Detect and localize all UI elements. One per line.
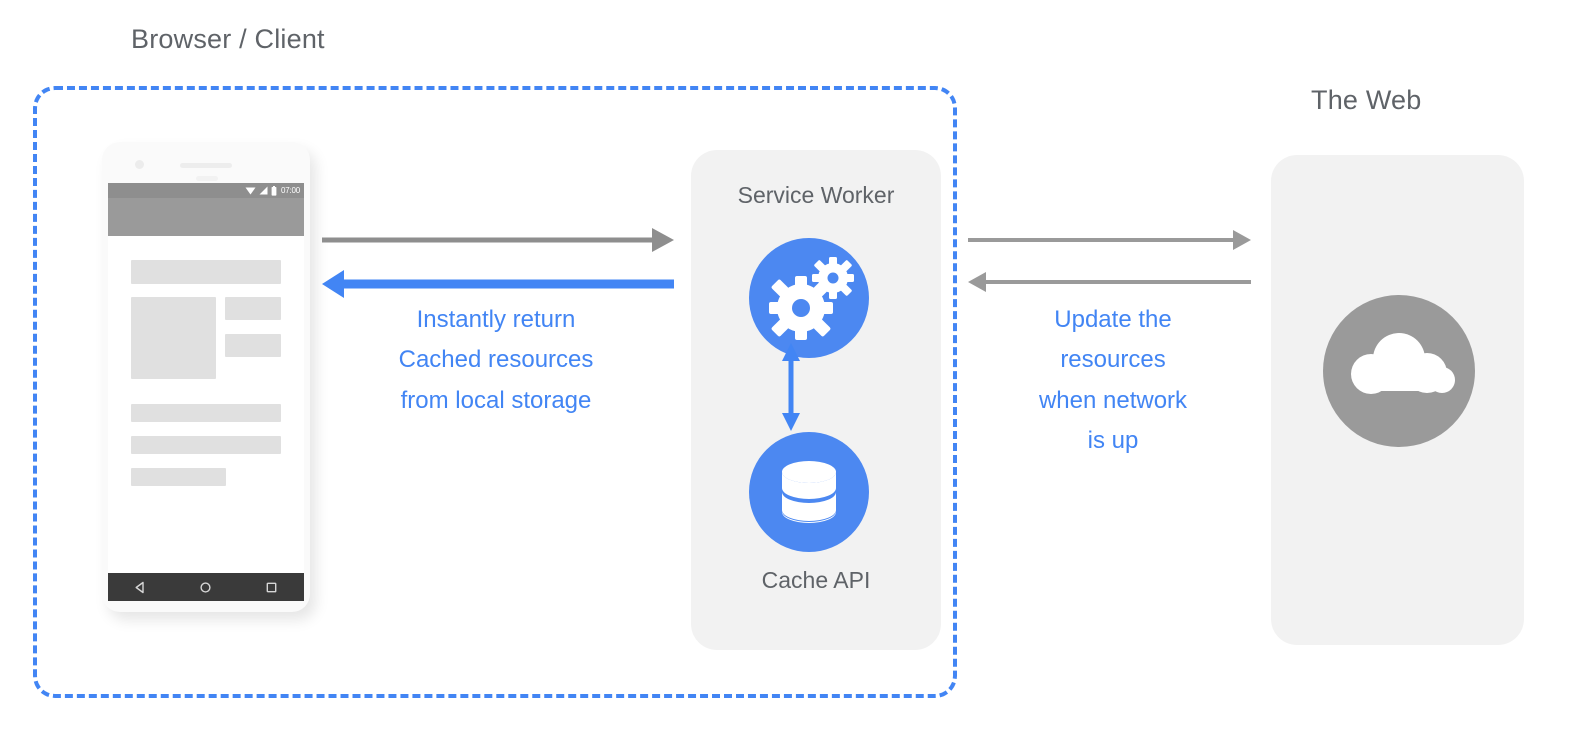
service-worker-icon-circle xyxy=(749,238,869,358)
page-content-skeleton xyxy=(108,236,304,573)
cache-api-icon-circle xyxy=(749,432,869,552)
the-web-label: The Web xyxy=(1311,85,1422,115)
worker-web-arrows xyxy=(968,230,1251,292)
browser-client-boundary xyxy=(33,86,957,698)
phone-sensor-strip xyxy=(196,176,218,181)
annotation-line: when network xyxy=(1038,386,1188,414)
browser-client-label: Browser / Client xyxy=(131,24,325,54)
android-nav-bar xyxy=(108,573,304,601)
placeholder-block xyxy=(131,436,281,454)
client-worker-arrows xyxy=(322,228,674,298)
cached-response-arrow-left-blue xyxy=(322,270,674,298)
phone-device: 07:00 xyxy=(102,142,310,612)
read-write-arrow-blue xyxy=(782,343,800,431)
fetch-arrow-right-gray xyxy=(968,230,1251,250)
status-bar-time: 07:00 xyxy=(280,185,300,195)
recents-square-icon[interactable] xyxy=(265,581,278,594)
placeholder-block xyxy=(225,297,281,320)
cache-api-title: Cache API xyxy=(761,567,871,593)
database-icon xyxy=(782,461,836,523)
left-annotation: Instantly return Cached resources from l… xyxy=(376,300,616,421)
service-worker-title: Service Worker xyxy=(737,182,895,208)
response-arrow-left-gray xyxy=(968,272,1251,292)
cloud-icon xyxy=(1351,333,1455,394)
placeholder-block xyxy=(131,468,226,486)
service-worker-panel: Service Worker xyxy=(691,150,941,650)
right-annotation: Update the resources when network is up xyxy=(993,300,1233,461)
annotation-line: Update the xyxy=(1054,306,1172,333)
annotation-line: is up xyxy=(1087,426,1139,454)
placeholder-block xyxy=(131,404,281,422)
back-triangle-icon[interactable] xyxy=(134,581,147,594)
phone-camera-icon xyxy=(135,160,144,169)
home-circle-icon[interactable] xyxy=(199,581,212,594)
gears-icon xyxy=(769,257,854,340)
placeholder-block xyxy=(131,260,281,284)
placeholder-block xyxy=(131,297,216,379)
annotation-line: Instantly return xyxy=(416,306,576,333)
battery-icon xyxy=(271,185,277,196)
app-bar xyxy=(108,198,304,236)
phone-screen: 07:00 xyxy=(108,183,304,573)
web-icon-circle xyxy=(1323,295,1475,447)
phone-speaker-grille xyxy=(180,163,232,168)
request-arrow-right-gray xyxy=(322,228,674,252)
annotation-line: resources xyxy=(1060,346,1166,374)
the-web-panel xyxy=(1271,155,1524,645)
signal-icon xyxy=(259,186,268,195)
annotation-line: Cached resources xyxy=(398,346,594,374)
annotation-line: from local storage xyxy=(400,386,592,414)
wifi-icon xyxy=(245,187,256,195)
status-bar: 07:00 xyxy=(108,183,304,198)
placeholder-block xyxy=(225,334,281,357)
